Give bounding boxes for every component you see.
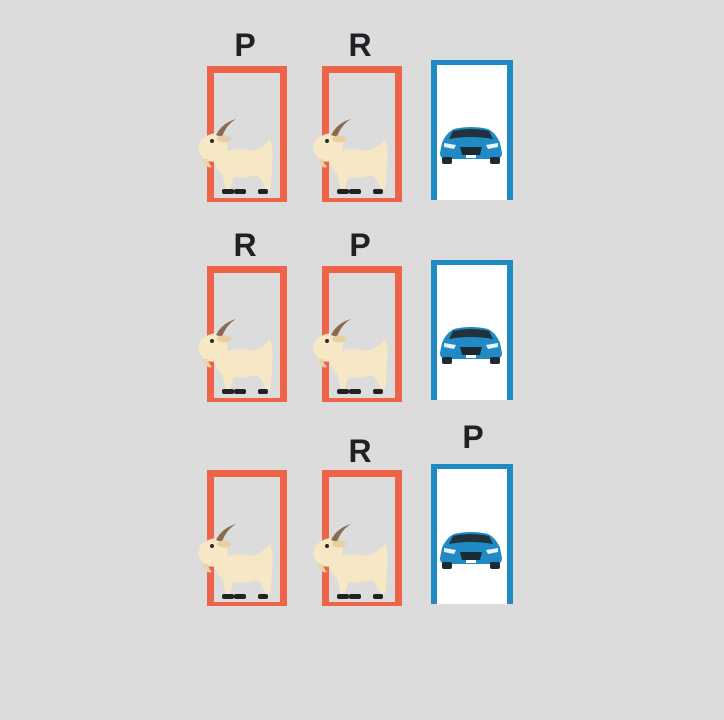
door-slot-3 [428, 220, 518, 410]
door-label: R [233, 227, 257, 263]
goat-door [322, 66, 402, 202]
car-icon [438, 123, 504, 165]
goat-icon [192, 520, 282, 604]
goat-door [322, 266, 402, 402]
goat-door [322, 470, 402, 606]
goat-icon [307, 115, 397, 199]
car-door [431, 260, 513, 400]
car-icon [438, 323, 504, 365]
goat-door [207, 66, 287, 202]
door-slot-3: P [428, 420, 518, 610]
door-slot-1: R [198, 220, 290, 410]
scenario-row-3: R P [0, 420, 724, 610]
scenario-row-1: P R [0, 20, 724, 210]
door-label: R [348, 433, 372, 469]
scenario-row-2: R P [0, 220, 724, 410]
car-icon [438, 528, 504, 570]
door-label: P [234, 27, 256, 63]
goat-icon [192, 315, 282, 399]
door-slot-1: P [198, 20, 290, 210]
door-slot-2: R [313, 420, 405, 610]
door-slot-2: P [313, 220, 405, 410]
goat-door [207, 470, 287, 606]
goat-icon [307, 315, 397, 399]
door-slot-3 [428, 20, 518, 210]
door-label: P [349, 227, 371, 263]
door-label: R [348, 27, 372, 63]
door-slot-1 [198, 420, 290, 610]
goat-icon [307, 520, 397, 604]
goat-door [207, 266, 287, 402]
door-label: P [462, 419, 484, 455]
door-slot-2: R [313, 20, 405, 210]
goat-icon [192, 115, 282, 199]
